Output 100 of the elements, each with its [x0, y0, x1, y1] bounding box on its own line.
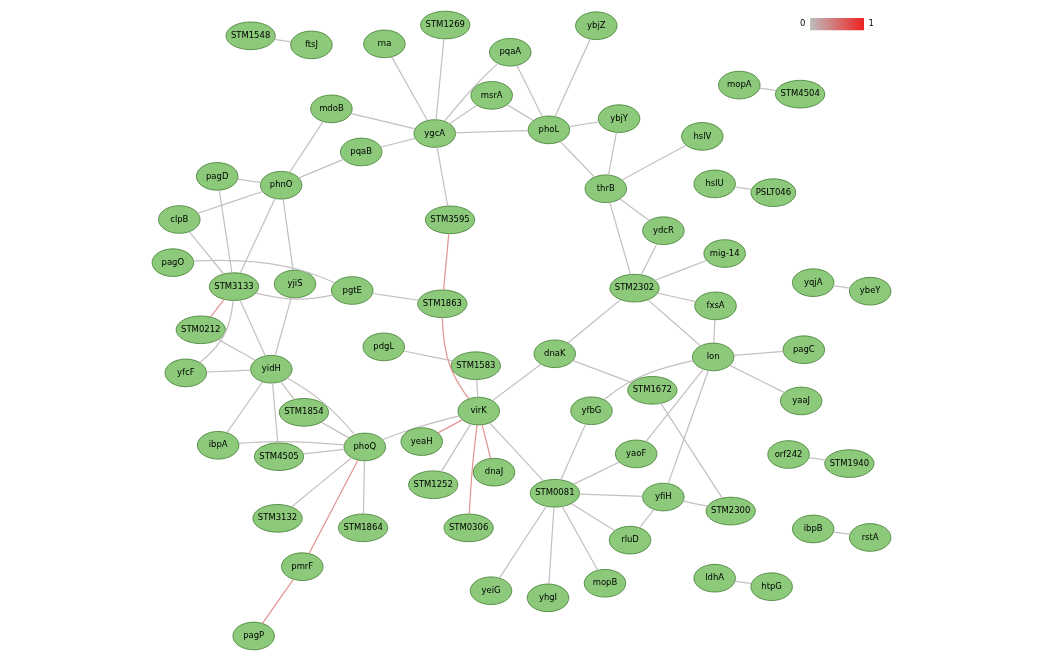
connector: [192, 259, 335, 284]
connector: [653, 259, 707, 281]
node-ellipse: rluD: [608, 525, 651, 555]
connector: [362, 460, 365, 515]
node-ellipse: htpG: [749, 572, 793, 601]
node-ellipse: yaoF: [614, 439, 657, 469]
connector: [261, 578, 294, 624]
node-ellipse: yjiS: [273, 269, 316, 299]
node-ellipse: ygcA: [413, 119, 456, 148]
connector: [297, 158, 344, 179]
node-ellipse: STM1252: [407, 470, 458, 499]
connector: [402, 350, 453, 362]
connector: [481, 424, 491, 459]
connector: [570, 503, 615, 532]
node-ellipse: ibpA: [196, 431, 239, 460]
node-ellipse: yqjA: [791, 268, 834, 297]
connector: [638, 508, 654, 529]
node-ellipse: pmrF: [280, 552, 323, 581]
node-ellipse: hslU: [693, 169, 736, 199]
connector: [620, 144, 687, 181]
node-ellipse: STM3133: [208, 272, 259, 301]
node-ellipse: mig-14: [703, 239, 746, 268]
node-ellipse: pagD: [195, 162, 238, 191]
connector: [271, 382, 278, 444]
connector: [712, 319, 715, 344]
connector: [572, 360, 632, 384]
connector: [436, 419, 463, 434]
node-ellipse: virK: [457, 396, 500, 426]
connector: [237, 440, 345, 446]
connector: [379, 137, 416, 148]
connector: [498, 505, 547, 579]
connector: [282, 198, 294, 271]
connector: [553, 38, 591, 118]
connector: [832, 531, 850, 536]
node-ellipse: ibpB: [791, 514, 834, 544]
node-ellipse: mopB: [583, 569, 626, 598]
node-ellipse: fxsA: [693, 291, 737, 321]
connector: [218, 189, 232, 274]
connector: [454, 129, 529, 134]
node-ellipse: ybjY: [597, 104, 640, 133]
node-ellipse: yfbG: [569, 396, 613, 425]
node-ellipse: STM0081: [529, 479, 580, 508]
connector: [443, 63, 498, 122]
connector: [371, 292, 419, 301]
node-ellipse: pagO: [151, 248, 194, 277]
node-ellipse: ybjZ: [574, 11, 617, 40]
node-ellipse: mdoB: [309, 94, 353, 124]
node-ellipse: pqaA: [488, 38, 531, 67]
node-ellipse: ybeY: [848, 276, 891, 306]
connector: [440, 423, 471, 473]
connector: [279, 381, 295, 401]
node-ellipse: PSLT046: [750, 178, 796, 207]
connector: [198, 300, 234, 364]
connector: [225, 381, 263, 434]
connector: [302, 448, 345, 455]
node-ellipse: STM1854: [278, 398, 329, 427]
node-ellipse: yidH: [249, 355, 292, 384]
node-ellipse: STM1269: [419, 10, 470, 40]
node-ellipse: msrA: [470, 81, 513, 110]
connector: [646, 299, 701, 347]
node-ellipse: STM4504: [774, 79, 825, 109]
connector: [728, 364, 785, 394]
node-ellipse: STM4505: [253, 442, 304, 471]
node-ellipse: orf242: [766, 440, 810, 469]
connector: [656, 292, 696, 303]
connector: [667, 369, 709, 484]
connector: [566, 299, 621, 344]
node-ellipse: STM1583: [450, 351, 501, 380]
connector: [559, 423, 586, 481]
connector: [239, 197, 276, 274]
connector: [608, 201, 631, 275]
connector: [441, 317, 469, 400]
connector: [436, 146, 448, 207]
connector: [381, 415, 460, 441]
node-ellipse: STM0212: [175, 315, 226, 344]
connector: [659, 402, 723, 499]
connector: [618, 198, 650, 222]
node-ellipse: pagP: [231, 621, 275, 651]
connector: [572, 461, 620, 485]
node-ellipse: yfcF: [164, 358, 207, 388]
connector: [640, 243, 657, 276]
connector: [288, 121, 324, 173]
connector: [559, 140, 595, 178]
node-ellipse: STM1864: [337, 513, 388, 543]
node-ellipse: yfiH: [641, 482, 685, 512]
node-ellipse: clpB: [157, 205, 200, 234]
connector: [188, 231, 224, 275]
connector: [286, 377, 355, 436]
node-ellipse: yhgI: [526, 583, 569, 613]
node-ellipse: yeaH: [400, 427, 443, 456]
connector: [644, 368, 704, 443]
node-ellipse: STM1863: [416, 289, 467, 319]
node-ellipse: lon: [691, 342, 734, 372]
connector: [515, 64, 543, 118]
node-ellipse: pdgL: [362, 332, 405, 362]
connector: [547, 506, 555, 585]
node-ellipse: mopA: [717, 70, 760, 100]
connector: [602, 360, 694, 401]
connector: [196, 190, 263, 214]
node-ellipse: yaaJ: [779, 386, 822, 416]
